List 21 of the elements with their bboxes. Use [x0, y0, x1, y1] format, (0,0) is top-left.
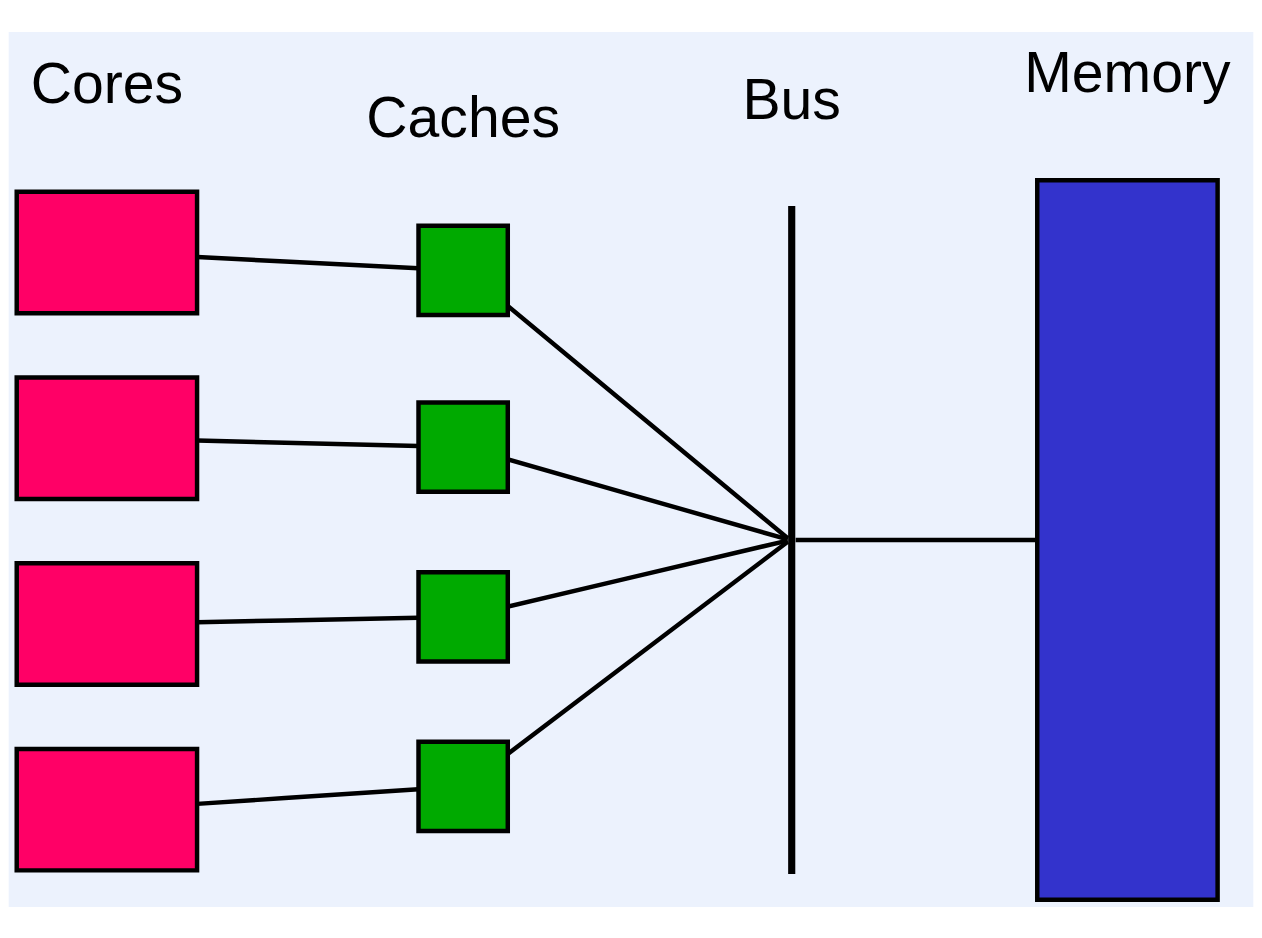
connector: [197, 786, 419, 806]
connector: [795, 537, 1038, 542]
connector: [197, 254, 419, 270]
node-label: Memory: [1024, 39, 1231, 104]
node-box: [416, 399, 511, 494]
node-bar: [788, 205, 796, 874]
label: Caches: [366, 84, 560, 149]
node-box: [416, 223, 511, 317]
node-box: [14, 189, 200, 315]
node-label: Bus: [742, 66, 841, 131]
node-box: [14, 560, 200, 687]
connector: [507, 456, 789, 542]
label: Cores: [30, 50, 184, 115]
connector: [197, 437, 419, 448]
node-box: [416, 739, 511, 833]
node-box: [1035, 177, 1220, 902]
connector: [197, 614, 419, 624]
node-box: [14, 746, 200, 873]
node-box: [416, 569, 511, 664]
node-box: [14, 374, 200, 501]
connector: [507, 537, 789, 609]
